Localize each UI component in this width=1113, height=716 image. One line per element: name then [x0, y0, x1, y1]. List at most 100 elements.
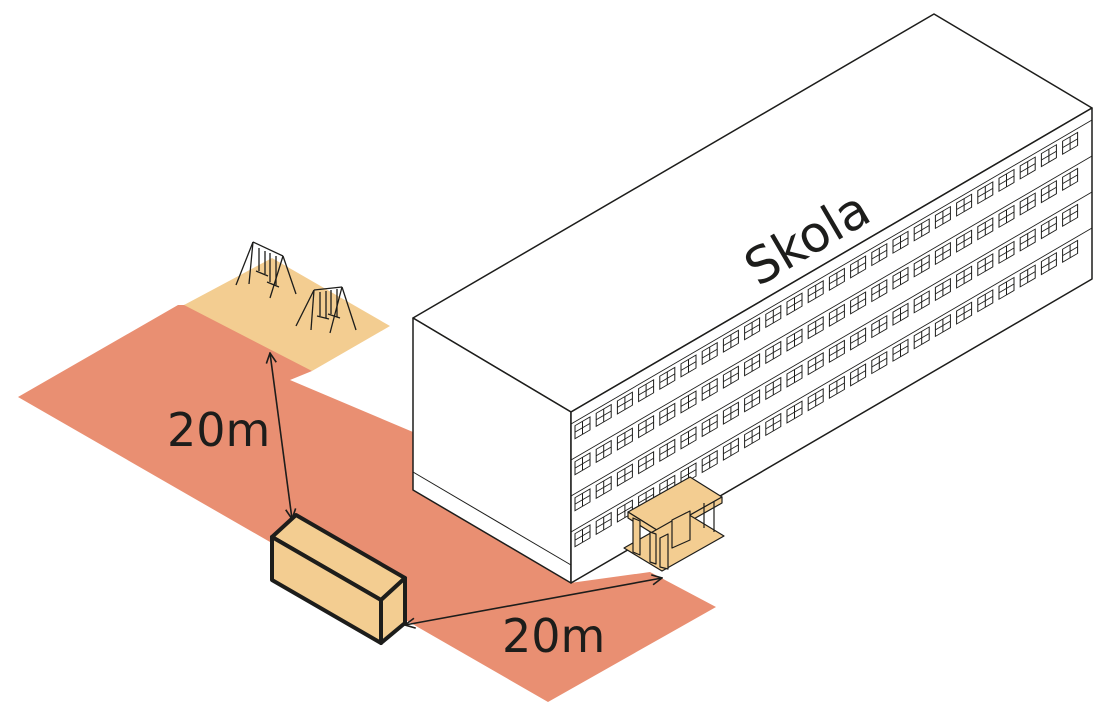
window-icon	[701, 341, 718, 366]
window-icon	[574, 524, 591, 548]
distance-arrow-playground	[270, 353, 292, 519]
window-icon	[977, 289, 994, 313]
window-icon	[595, 511, 612, 536]
window-icon	[616, 427, 633, 451]
floor-line	[571, 155, 1092, 461]
window-icon	[956, 265, 973, 289]
window-icon	[765, 412, 782, 437]
window-icon	[680, 426, 697, 450]
window-icon	[998, 168, 1015, 193]
window-icon	[828, 375, 845, 400]
window-icon	[744, 425, 761, 449]
window-icon	[659, 402, 676, 426]
window-icon	[871, 314, 888, 339]
window-icon	[616, 391, 633, 415]
window-icon	[701, 377, 718, 402]
window-icon	[786, 292, 803, 316]
window-icon	[998, 204, 1015, 229]
window-icon	[1040, 143, 1057, 168]
building-front-wall	[570, 107, 1093, 584]
window-icon	[913, 254, 930, 278]
window-icon	[828, 339, 845, 364]
window-icon	[850, 291, 867, 315]
window-icon	[828, 267, 845, 292]
window-icon	[871, 350, 888, 375]
window-icon	[977, 181, 994, 205]
window-icon	[1019, 192, 1036, 216]
window-icon	[934, 277, 951, 302]
school-building: Skola	[412, 13, 1093, 584]
entrance-canopy	[623, 476, 725, 572]
window-icon	[765, 376, 782, 401]
window-icon	[616, 463, 633, 487]
window-icon	[871, 242, 888, 267]
window-icon	[638, 379, 655, 403]
window-icon	[892, 266, 909, 290]
building-windows	[571, 119, 1092, 548]
window-icon	[574, 452, 591, 476]
window-icon	[659, 366, 676, 390]
window-icon	[638, 415, 655, 439]
window-icon	[1019, 264, 1036, 288]
swing-set-icon	[295, 286, 357, 334]
window-icon	[765, 340, 782, 365]
window-icon	[701, 449, 718, 474]
window-icon	[850, 255, 867, 279]
window-icon	[722, 329, 739, 353]
window-icon	[595, 439, 612, 464]
window-icon	[977, 253, 994, 277]
window-icon	[638, 451, 655, 475]
window-icon	[807, 280, 824, 304]
window-icon	[934, 313, 951, 338]
playground-area	[184, 258, 390, 371]
window-icon	[744, 353, 761, 377]
window-icon	[850, 327, 867, 351]
window-icon	[871, 278, 888, 303]
window-icon	[680, 390, 697, 414]
window-icon	[892, 230, 909, 254]
window-icon	[913, 290, 930, 314]
window-icon	[850, 363, 867, 387]
window-icon	[574, 488, 591, 512]
window-icon	[1040, 179, 1057, 204]
window-icon	[1062, 167, 1079, 191]
window-icon	[1040, 251, 1057, 276]
distance-arrow-entrance	[405, 578, 662, 625]
window-icon	[595, 475, 612, 500]
window-icon	[680, 354, 697, 378]
floor-line	[571, 227, 1092, 533]
window-icon	[998, 276, 1015, 301]
window-icon	[934, 241, 951, 266]
window-icon	[722, 365, 739, 389]
window-icon	[934, 205, 951, 230]
window-icon	[977, 217, 994, 241]
window-icon	[1062, 239, 1079, 263]
window-icon	[595, 403, 612, 428]
floor-line	[571, 119, 1092, 425]
window-icon	[616, 499, 633, 523]
window-icon	[574, 416, 591, 440]
floor-line	[571, 191, 1092, 497]
window-icon	[722, 401, 739, 425]
window-icon	[828, 303, 845, 328]
distance-label-playground: 20m	[167, 403, 270, 457]
container-box	[270, 513, 407, 645]
window-icon	[1062, 203, 1079, 227]
window-icon	[892, 338, 909, 362]
window-icon	[765, 304, 782, 329]
window-icon	[744, 389, 761, 413]
window-icon	[1062, 131, 1079, 155]
window-icon	[807, 316, 824, 340]
window-icon	[892, 302, 909, 326]
window-icon	[807, 388, 824, 412]
window-icon	[956, 229, 973, 253]
window-icon	[807, 352, 824, 376]
window-icon	[701, 413, 718, 438]
window-icon	[913, 326, 930, 350]
window-icon	[1019, 228, 1036, 252]
window-icon	[786, 400, 803, 424]
swing-set-icon	[235, 241, 297, 299]
window-icon	[956, 301, 973, 325]
window-icon	[744, 317, 761, 341]
